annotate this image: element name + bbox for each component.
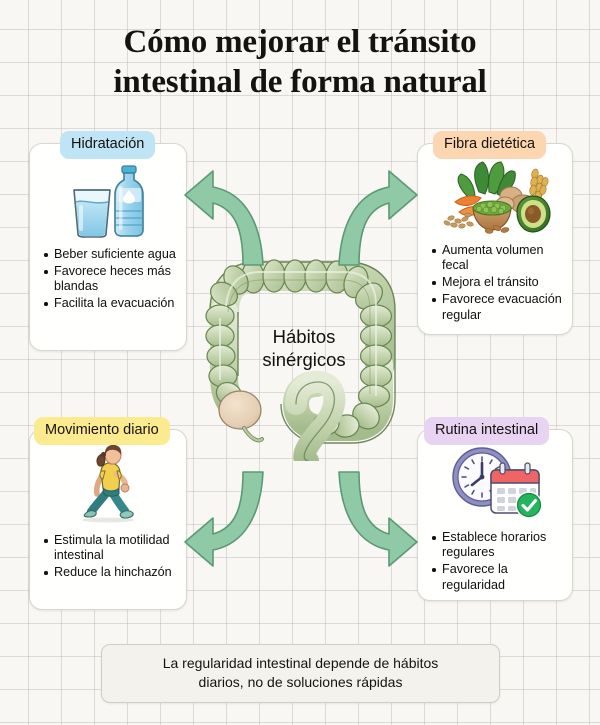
- list-item: Mejora el tránsito: [431, 275, 563, 290]
- card-bullets-routine: Establece horarios regulares Favorece la…: [418, 530, 572, 593]
- page-title: Cómo mejorar el tránsito intestinal de f…: [0, 22, 600, 102]
- card-fiber: Aumenta volumen fecal Mejora el tránsito…: [417, 143, 573, 335]
- center-label-line-2: sinérgicos: [262, 349, 346, 370]
- card-bullets-hydration: Beber suficiente agua Favorece heces más…: [30, 247, 186, 312]
- arrow-down-left-icon: [184, 471, 264, 567]
- footer-banner: La regularidad intestinal depende de háb…: [101, 644, 500, 703]
- card-bullets-movement: Estimula la motilidad intestinal Reduce …: [30, 533, 186, 581]
- list-item: Facilita la evacuación: [43, 296, 177, 311]
- water-glass-and-bottle-icon: [73, 165, 144, 238]
- list-item: Favorece evacuación regular: [431, 292, 563, 323]
- card-pill-hydration: Hidratación: [60, 131, 156, 159]
- card-pill-fiber: Fibra dietética: [433, 131, 547, 159]
- arrow-down-right-icon: [338, 471, 418, 567]
- card-pill-routine: Rutina intestinal: [424, 417, 550, 445]
- title-line-2: intestinal de forma natural: [113, 64, 487, 100]
- card-art-fiber: [418, 158, 572, 234]
- card-movement: Estimula la motilidad intestinal Reduce …: [29, 429, 187, 610]
- card-art-hydration: [30, 160, 186, 238]
- arrow-up-right-icon: [338, 170, 418, 266]
- list-item: Reduce la hinchazón: [43, 565, 177, 580]
- card-art-routine: [418, 443, 572, 521]
- card-bullets-fiber: Aumenta volumen fecal Mejora el tránsito…: [418, 243, 572, 323]
- fiber-vegetables-grains-icon: [443, 161, 551, 234]
- list-item: Favorece heces más blandas: [43, 264, 177, 295]
- title-line-1: Cómo mejorar el tránsito: [123, 24, 477, 60]
- card-hydration: Beber suficiente agua Favorece heces más…: [29, 143, 187, 351]
- list-item: Estimula la motilidad intestinal: [43, 533, 177, 564]
- list-item: Beber suficiente agua: [43, 247, 177, 262]
- list-item: Aumenta volumen fecal: [431, 243, 563, 274]
- large-intestine-illustration: [205, 259, 396, 461]
- center-label-line-1: Hábitos: [272, 326, 336, 347]
- walking-person-icon: [82, 444, 134, 523]
- footer-line-1: La regularidad intestinal depende de háb…: [162, 655, 439, 671]
- card-pill-movement: Movimiento diario: [34, 417, 170, 445]
- footer-line-2: diarios, no de soluciones rápidas: [198, 674, 403, 690]
- clock-and-calendar-icon: [452, 447, 543, 519]
- list-item: Favorece la regularidad: [431, 562, 563, 593]
- list-item: Establece horarios regulares: [431, 530, 563, 561]
- card-art-movement: [30, 444, 186, 524]
- center-label: Hábitos sinérgicos: [229, 325, 379, 371]
- arrow-up-left-icon: [184, 170, 264, 266]
- card-routine: Establece horarios regulares Favorece la…: [417, 429, 573, 601]
